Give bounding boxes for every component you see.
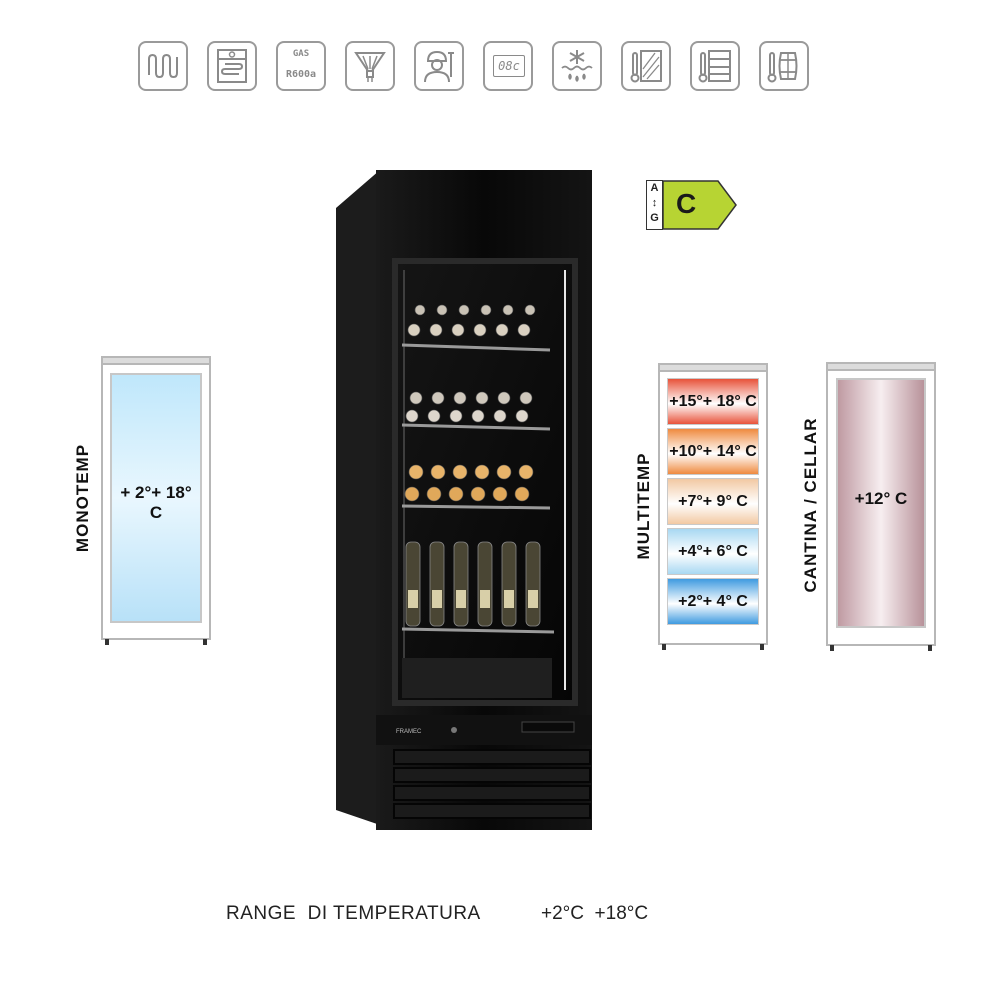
heating-coil-icon — [138, 41, 188, 91]
monotemp-label: MONOTEMP — [73, 443, 92, 553]
cabinet-foot — [760, 644, 764, 650]
cabinet-top — [658, 363, 768, 372]
led-lamp-icon — [345, 41, 395, 91]
gas-label: GAS — [292, 49, 310, 59]
wine-fridge-photo: FRAMEC — [336, 170, 594, 830]
energy-scale: A ↕ G — [646, 180, 663, 230]
energy-class-label: A ↕ G C — [646, 180, 738, 232]
multitemp-zone-range: +4°+ 6° C — [678, 543, 748, 560]
energy-scale-top: A — [650, 182, 659, 194]
cabinet-foot — [830, 645, 834, 651]
monotemp-diagram: + 2°+ 18° C — [101, 356, 211, 645]
service-technician-icon — [414, 41, 464, 91]
monotemp-range: + 2°+ 18° C — [120, 483, 192, 522]
feature-icons-row: GAS R600a 08c — [138, 41, 809, 93]
fridge-brand: FRAMEC — [396, 729, 422, 735]
multitemp-diagram: +15°+ 18° C +10°+ 14° C +7°+ 9° C +4°+ 6° C… — [658, 363, 768, 650]
thermometer-shelves-icon — [690, 41, 740, 91]
multitemp-label: MULTITEMP — [634, 452, 653, 560]
temperature-range-caption: RANGE DI TEMPERATURA — [226, 903, 481, 924]
cabinet-top — [101, 356, 211, 365]
cabinet-foot — [203, 639, 207, 645]
cabinet-top — [826, 362, 936, 371]
energy-scale-arrow: ↕ — [651, 197, 658, 209]
energy-class-letter: C — [676, 188, 697, 219]
multitemp-zone-range: +7°+ 9° C — [678, 493, 748, 510]
multitemp-zone: +10°+ 14° C — [667, 428, 759, 475]
thermometer-barrel-icon — [759, 41, 809, 91]
temperature-range-value: +2°C +18°C — [541, 903, 649, 924]
multitemp-zone: +7°+ 9° C — [667, 478, 759, 525]
monotemp-glass: + 2°+ 18° C — [110, 373, 202, 623]
cabinet-foot — [105, 639, 109, 645]
gas-r600a-icon: GAS R600a — [276, 41, 326, 91]
digital-display-icon: 08c — [483, 41, 533, 91]
defrost-icon — [552, 41, 602, 91]
cellar-diagram: +12° C — [826, 362, 936, 651]
cellar-temperature: +12° C — [854, 489, 908, 508]
energy-scale-bottom: G — [650, 212, 659, 224]
cabinet-foot — [662, 644, 666, 650]
multitemp-zone-range: +10°+ 14° C — [669, 443, 757, 460]
multitemp-zone-range: +2°+ 4° C — [678, 593, 748, 610]
energy-class-arrow — [662, 180, 737, 230]
cellar-label: CANTINA / CELLAR — [801, 417, 820, 593]
cabinet-foot — [928, 645, 932, 651]
gas-value: R600a — [285, 69, 317, 80]
thermometer-glass-door-icon — [621, 41, 671, 91]
multitemp-zone: +4°+ 6° C — [667, 528, 759, 575]
multitemp-zone: +15°+ 18° C — [667, 378, 759, 425]
multitemp-zone: +2°+ 4° C — [667, 578, 759, 625]
evaporator-icon — [207, 41, 257, 91]
cellar-glass: +12° C — [836, 378, 926, 628]
multitemp-zone-range: +15°+ 18° C — [669, 393, 757, 410]
display-value: 08c — [493, 55, 525, 77]
